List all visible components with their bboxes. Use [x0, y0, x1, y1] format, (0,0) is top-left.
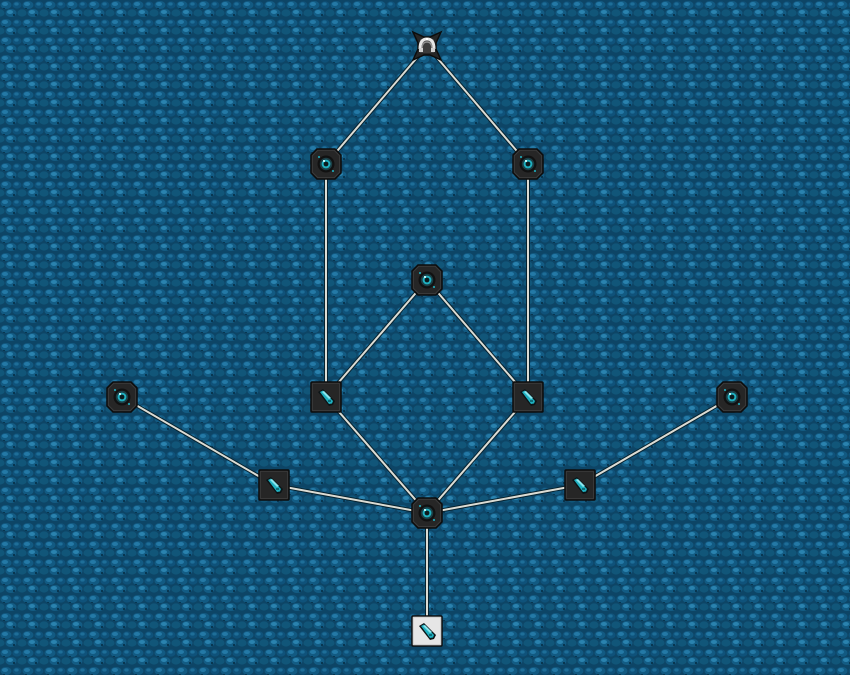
- eye-orb-icon: [310, 148, 342, 180]
- advancement-node-left-upper[interactable]: [309, 147, 343, 181]
- crystal-shard-icon: [310, 381, 342, 413]
- advancement-node-root[interactable]: [410, 29, 444, 63]
- crystal-shard-icon: [258, 469, 290, 501]
- advancement-node-center[interactable]: [410, 263, 444, 297]
- eye-orb-icon: [106, 381, 138, 413]
- crystal-shard-icon: [564, 469, 596, 501]
- eye-orb-icon: [411, 497, 443, 529]
- connector-line: [426, 396, 529, 514]
- headband-icon: [411, 30, 443, 62]
- eye-orb-icon: [512, 148, 544, 180]
- eye-orb-icon: [411, 264, 443, 296]
- crystal-shard-icon: [512, 381, 544, 413]
- crystal-shard-icon: [411, 615, 443, 647]
- eye-orb-icon: [716, 381, 748, 413]
- connector-line: [426, 279, 529, 398]
- advancement-node-right-mid[interactable]: [511, 380, 545, 414]
- advancement-node-left-outer[interactable]: [105, 380, 139, 414]
- connector-line: [325, 279, 428, 398]
- advancement-node-right-outer[interactable]: [715, 380, 749, 414]
- advancement-node-start[interactable]: [410, 614, 444, 648]
- advancement-node-hub[interactable]: [410, 496, 444, 530]
- connector-line: [325, 396, 428, 514]
- connector-line: [325, 45, 428, 165]
- advancement-node-left-low[interactable]: [257, 468, 291, 502]
- connector-line: [579, 396, 733, 486]
- connector-line: [273, 484, 428, 514]
- advancement-node-right-low[interactable]: [563, 468, 597, 502]
- advancement-node-left-mid[interactable]: [309, 380, 343, 414]
- advancement-node-right-upper[interactable]: [511, 147, 545, 181]
- connector-line: [426, 484, 581, 514]
- connector-line: [121, 396, 275, 486]
- connector-line: [426, 45, 529, 165]
